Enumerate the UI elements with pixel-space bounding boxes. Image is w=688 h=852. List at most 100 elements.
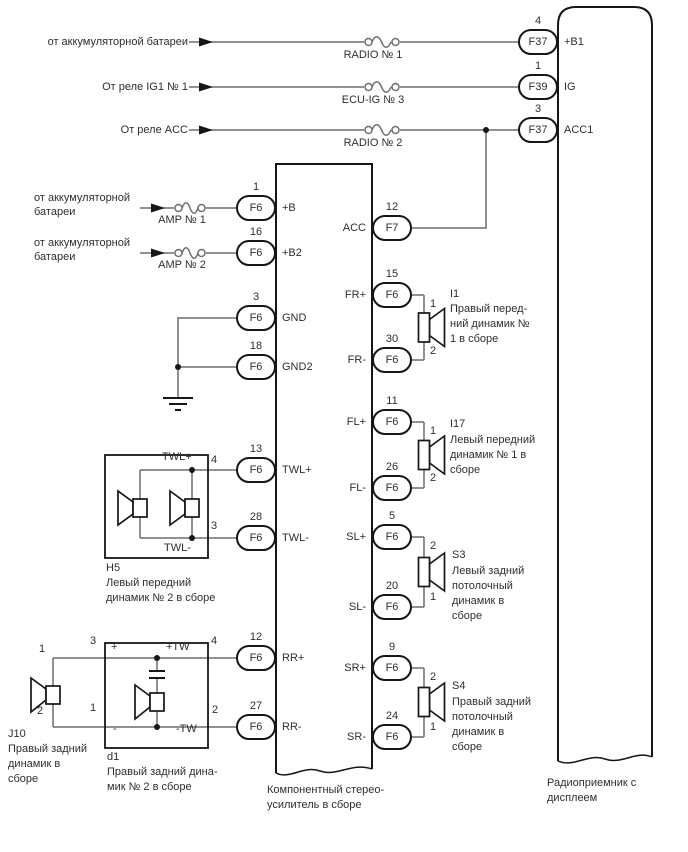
terminal-label-rr-minus: RR- (282, 721, 302, 733)
pin-number: 16 (249, 226, 263, 238)
pin-number: 24 (385, 710, 399, 722)
fuse-label-radio1: RADIO № 1 (343, 49, 403, 61)
speaker-desc-s4: Правый задний потолочный динамик в сборе (452, 696, 532, 753)
speaker-pin-number: 3 (211, 520, 218, 532)
terminal-label-fr-minus: FR- (347, 354, 366, 366)
connector-f6-fr-minus: F6 (372, 347, 412, 373)
speaker-pin-number: 3 (90, 635, 97, 647)
terminal-label-ig: IG (564, 81, 576, 93)
connector-f6-fr-plus: F6 (372, 282, 412, 308)
wires (52, 41, 518, 738)
speaker-id-i17: I17 (450, 418, 466, 430)
speaker-icon-h5-left (117, 489, 148, 527)
speaker-pin-number: 2 (37, 705, 44, 717)
speaker-icon-i17 (417, 434, 446, 476)
terminal-label-gnd: GND (282, 312, 307, 324)
speaker-pin-number: 1 (430, 425, 437, 437)
amplifier-box (275, 163, 373, 773)
speaker-desc-j10: Правый задний динамик в сборе (8, 743, 88, 785)
pin-number: 13 (249, 443, 263, 455)
speaker-icon-d1 (134, 683, 165, 721)
connector-f6-b2: F6 (236, 240, 276, 266)
connector-f6-fl-plus: F6 (372, 409, 412, 435)
terminal-label-fl-minus: FL- (349, 482, 367, 494)
connector-f6-fl-minus: F6 (372, 475, 412, 501)
amplifier-label: Компонентный стерео- усилитель в сборе (267, 784, 385, 811)
speaker-pin-number: 1 (430, 298, 437, 310)
connector-f6-sl-minus: F6 (372, 594, 412, 620)
speaker-desc-h5: Левый передний динамик № 2 в сборе (106, 577, 216, 604)
terminal-label-d1-minus-tw: -TW (176, 723, 197, 735)
terminal-label-rr-plus: RR+ (282, 652, 305, 664)
terminal-label-sl-plus: SL+ (346, 531, 366, 543)
terminal-label-d1-plus: + (111, 641, 118, 653)
connector-f6-twl-plus: F6 (236, 457, 276, 483)
h5-speaker-box (104, 454, 209, 559)
d1-speaker-box (104, 642, 209, 749)
speaker-pin-number: 1 (90, 702, 97, 714)
speaker-id-i1: I1 (450, 288, 460, 300)
connector-f6-sl-plus: F6 (372, 524, 412, 550)
fuse-label-ecu-ig3: ECU-IG № 3 (341, 94, 405, 106)
pin-number: 15 (385, 268, 399, 280)
speaker-icon-h5-right (169, 489, 200, 527)
speaker-pin-number: 4 (211, 454, 218, 466)
speaker-desc-i1: Правый перед- ний динамик № 1 в сборе (450, 303, 530, 345)
speaker-id-s4: S4 (452, 680, 466, 692)
junction-dots (154, 127, 489, 730)
source-label-battery-amp2: от аккумуляторной батареи (34, 237, 131, 263)
pin-number: 4 (534, 15, 542, 27)
connector-f6-gnd: F6 (236, 305, 276, 331)
connector-f37-acc1: F37 (518, 117, 558, 143)
source-label-ig1-relay: От реле IG1 № 1 (102, 81, 188, 93)
terminal-label-gnd2: GND2 (282, 361, 313, 373)
speaker-pin-number: 1 (430, 591, 437, 603)
amplifier-box-torn-edge (275, 766, 373, 776)
radio-label: Радиоприемник с дисплеем (547, 777, 637, 804)
pin-number: 20 (385, 580, 399, 592)
connector-f6-twl-minus: F6 (236, 525, 276, 551)
speaker-id-j10: J10 (8, 728, 26, 740)
terminal-label-sl-minus: SL- (348, 601, 366, 613)
speaker-desc-d1: Правый задний дина- мик № 2 в сборе (107, 766, 218, 793)
speaker-pin-number: 1 (39, 643, 46, 655)
connector-f39-ig: F39 (518, 74, 558, 100)
source-label-acc-relay: От реле ACC (120, 124, 188, 136)
speaker-pin-number: 1 (430, 721, 437, 733)
pin-number: 5 (388, 510, 396, 522)
terminal-label-d1-minus: - (113, 723, 117, 735)
terminal-label-b2: +B2 (282, 247, 302, 259)
source-label-battery-amp1: от аккумуляторной батареи (34, 192, 131, 218)
fuse-icons (174, 36, 400, 259)
terminal-label-b1: +B1 (564, 36, 584, 48)
speaker-pin-number: 2 (430, 345, 437, 357)
terminal-label-acc: ACC (342, 222, 366, 234)
speaker-icon-j10 (30, 676, 61, 714)
speaker-id-s3: S3 (452, 549, 466, 561)
pin-number: 11 (386, 395, 398, 407)
terminal-label-h5-twl-plus: TWL+ (162, 451, 192, 463)
pin-number: 1 (252, 181, 260, 193)
speaker-pin-number: 2 (430, 472, 437, 484)
speaker-icon-s4 (417, 681, 446, 723)
connector-f37-b1: F37 (518, 29, 558, 55)
speaker-desc-i17: Левый передний динамик № 1 в сборе (450, 434, 536, 476)
radio-box-torn-edge (557, 754, 653, 764)
pin-number: 3 (534, 103, 542, 115)
fuse-label-amp1: AMP № 1 (158, 214, 206, 226)
speaker-id-h5: H5 (106, 562, 121, 574)
terminal-label-twl-plus: TWL+ (282, 464, 312, 476)
fuse-label-radio2: RADIO № 2 (343, 137, 403, 149)
terminal-label-fr-plus: FR+ (344, 289, 366, 301)
capacitor-icon (149, 670, 165, 679)
fuse-label-amp2: AMP № 2 (158, 259, 206, 271)
speaker-pin-number: 2 (212, 704, 219, 716)
terminal-label-twl-minus: TWL- (282, 532, 309, 544)
speaker-pin-number: 2 (430, 671, 437, 683)
pin-number: 12 (385, 201, 399, 213)
source-label-battery: от аккумуляторной батареи (47, 36, 188, 48)
speaker-pin-number: 2 (430, 540, 437, 552)
connector-f6-gnd2: F6 (236, 354, 276, 380)
